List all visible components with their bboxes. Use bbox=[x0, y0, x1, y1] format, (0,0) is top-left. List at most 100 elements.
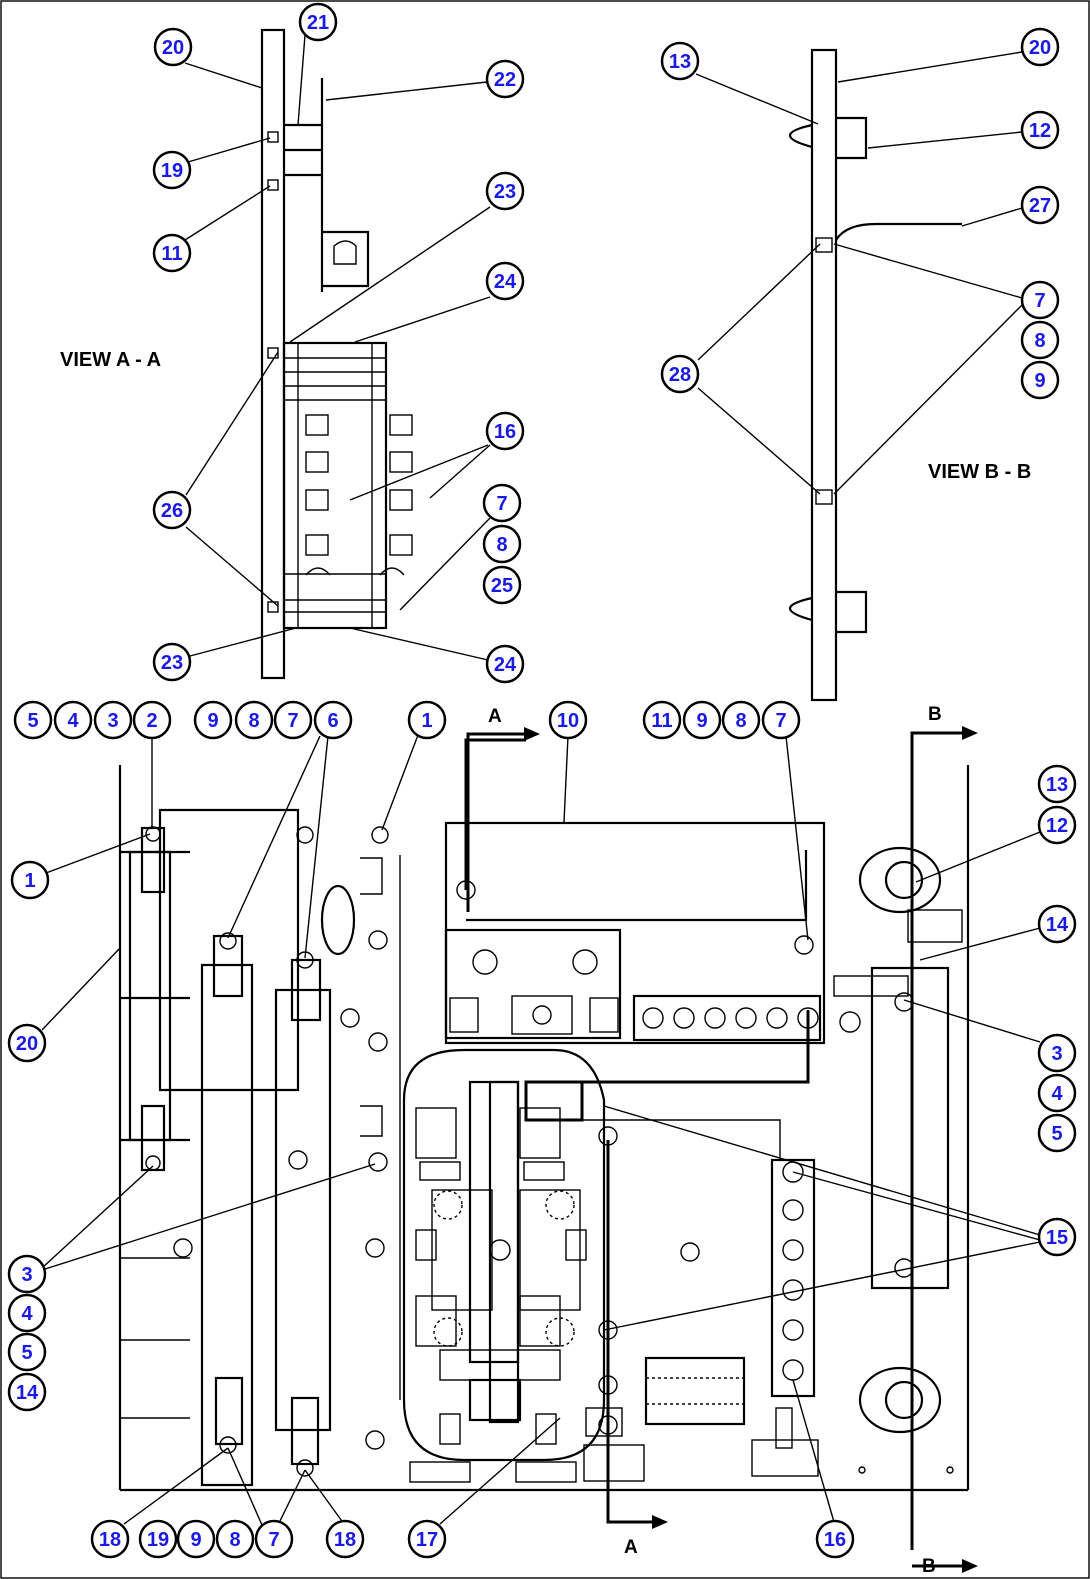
callout-number: 19 bbox=[161, 160, 183, 182]
callout-bubble-4: 4 bbox=[53, 700, 93, 740]
leader-line bbox=[603, 1105, 1041, 1236]
callout-number: 12 bbox=[1029, 120, 1051, 142]
callout-bubble-10: 10 bbox=[548, 700, 588, 740]
callout-number: 20 bbox=[162, 37, 184, 59]
callout-bubble-12: 12 bbox=[1037, 805, 1077, 845]
leader-line bbox=[697, 387, 821, 495]
callout-bubble-15: 15 bbox=[1037, 1217, 1077, 1257]
callout-number: 3 bbox=[1051, 1043, 1062, 1065]
leader-line bbox=[429, 444, 491, 499]
callout-bubble-27: 27 bbox=[1020, 185, 1060, 225]
callout-number: 15 bbox=[1046, 1227, 1068, 1249]
callout-number: 5 bbox=[27, 710, 38, 732]
callout-bubble-9: 9 bbox=[1020, 360, 1060, 400]
leader-line bbox=[123, 1447, 229, 1525]
callout-number: 22 bbox=[494, 69, 516, 91]
callout-bubble-4: 4 bbox=[1037, 1073, 1077, 1113]
callout-number: 18 bbox=[334, 1529, 356, 1551]
leader-line bbox=[187, 137, 271, 163]
callout-bubble-3: 3 bbox=[7, 1254, 47, 1294]
callout-bubble-23: 23 bbox=[485, 171, 525, 211]
callout-bubble-16: 16 bbox=[485, 411, 525, 451]
callout-number: 8 bbox=[1034, 330, 1045, 352]
callout-number: 7 bbox=[496, 493, 507, 515]
callout-number: 7 bbox=[287, 710, 298, 732]
callout-number: 1 bbox=[421, 710, 432, 732]
leader-line bbox=[184, 185, 271, 241]
callout-bubble-8: 8 bbox=[1020, 320, 1060, 360]
callout-bubble-7: 7 bbox=[1020, 280, 1060, 320]
leader-line bbox=[915, 831, 1041, 883]
callout-bubble-18: 18 bbox=[90, 1519, 130, 1559]
callout-bubble-22: 22 bbox=[485, 59, 525, 99]
callout-bubble-14: 14 bbox=[7, 1372, 47, 1412]
callout-bubble-20: 20 bbox=[7, 1023, 47, 1063]
leader-line bbox=[695, 73, 819, 125]
leader-line bbox=[354, 296, 491, 343]
callout-bubble-13: 13 bbox=[1037, 764, 1077, 804]
callout-bubble-6: 6 bbox=[313, 700, 353, 740]
callout-bubble-2: 2 bbox=[132, 700, 172, 740]
callout-bubble-8: 8 bbox=[482, 524, 522, 564]
leader-line bbox=[563, 735, 569, 823]
section-lines bbox=[466, 726, 978, 1573]
callout-number: 16 bbox=[824, 1529, 846, 1551]
callout-number: 4 bbox=[21, 1303, 33, 1325]
callout-number: 2 bbox=[146, 710, 157, 732]
callout-number: 14 bbox=[1046, 914, 1069, 936]
callout-number: 12 bbox=[1046, 815, 1068, 837]
callout-number: 4 bbox=[67, 710, 79, 732]
callout-number: 8 bbox=[496, 534, 507, 556]
leader-line bbox=[227, 735, 321, 939]
callout-bubble-8: 8 bbox=[234, 700, 274, 740]
callout-number: 6 bbox=[327, 710, 338, 732]
callout-number: 8 bbox=[735, 710, 746, 732]
leader-line bbox=[325, 81, 488, 101]
leader-line bbox=[41, 1163, 376, 1271]
leader-line bbox=[45, 833, 151, 874]
callout-bubble-20: 20 bbox=[1020, 27, 1060, 67]
callout-bubble-3: 3 bbox=[93, 700, 133, 740]
leader-line bbox=[399, 517, 491, 611]
section-a-top-label: A bbox=[488, 706, 502, 727]
leader-line bbox=[227, 1447, 263, 1526]
callout-number: 11 bbox=[161, 243, 182, 265]
callout-bubble-11: 11 bbox=[152, 233, 192, 273]
view-bb-drawing bbox=[789, 48, 962, 702]
callout-bubble-8: 8 bbox=[215, 1519, 255, 1559]
callout-bubble-3: 3 bbox=[1037, 1033, 1077, 1073]
leader-line bbox=[41, 1165, 154, 1269]
callout-bubble-7: 7 bbox=[273, 700, 313, 740]
callout-bubble-24: 24 bbox=[485, 261, 525, 301]
section-b-bottom-label: B bbox=[922, 1556, 936, 1577]
callout-number: 7 bbox=[1034, 290, 1045, 312]
callout-bubble-13: 13 bbox=[660, 41, 700, 81]
callout-bubble-1: 1 bbox=[10, 860, 50, 900]
leader-line bbox=[277, 1469, 306, 1526]
leader-line bbox=[785, 735, 809, 941]
callout-bubble-19: 19 bbox=[152, 150, 192, 190]
callout-bubble-25: 25 bbox=[482, 565, 522, 605]
callout-number: 23 bbox=[161, 652, 183, 674]
leader-line bbox=[919, 927, 1041, 961]
callout-bubble-20: 20 bbox=[153, 27, 193, 67]
leader-line bbox=[903, 999, 1041, 1043]
leader-line bbox=[381, 734, 419, 831]
callout-number: 8 bbox=[248, 710, 259, 732]
callout-number: 7 bbox=[268, 1529, 279, 1551]
callout-bubble-1: 1 bbox=[407, 700, 447, 740]
callout-bubble-5: 5 bbox=[1037, 1113, 1077, 1153]
view-aa-drawing bbox=[260, 28, 413, 680]
leader-line bbox=[961, 207, 1023, 227]
callout-bubble-23: 23 bbox=[152, 642, 192, 682]
callout-number: 13 bbox=[669, 51, 691, 73]
callout-number: 10 bbox=[557, 710, 579, 732]
callout-number: 9 bbox=[190, 1529, 201, 1551]
callout-bubble-28: 28 bbox=[660, 354, 700, 394]
callout-bubble-21: 21 bbox=[298, 2, 338, 42]
leader-line bbox=[833, 304, 1023, 495]
